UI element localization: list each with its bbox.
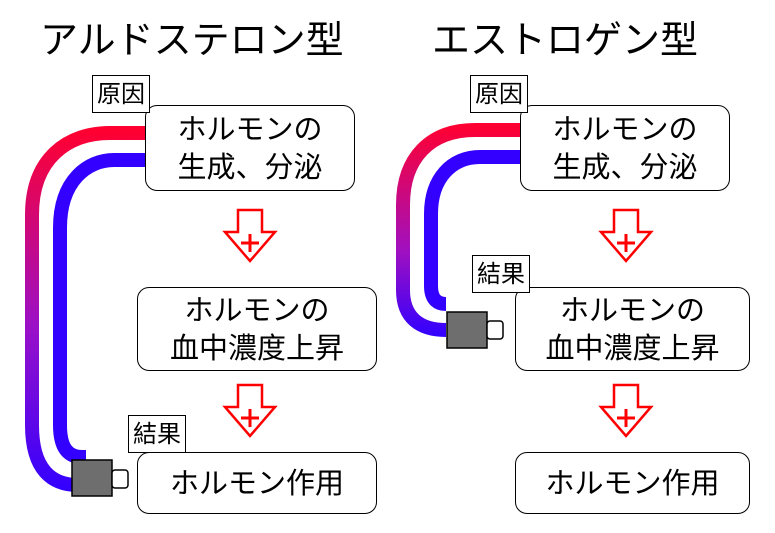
plug-connector-right: [446, 311, 504, 349]
step-hormone-action-box-left: ホルモン作用: [137, 452, 377, 514]
plug-connector-left: [71, 459, 129, 497]
result-label-right: 結果: [472, 255, 530, 293]
feedback-pipe-right: [396, 123, 525, 337]
title-aldosterone-type: アルドステロン型: [40, 18, 344, 62]
result-label-left: 結果: [128, 415, 186, 453]
feedback-pipe-left: [25, 126, 150, 492]
step-blood-level-box-right: ホルモンの 血中濃度上昇: [515, 287, 750, 371]
step-secretion-box-left: ホルモンの 生成、分泌: [145, 105, 355, 191]
step-secretion-box-right: ホルモンの 生成、分泌: [520, 105, 730, 191]
down-plus-arrow-icon: [598, 208, 654, 263]
down-plus-arrow-icon: [222, 208, 278, 263]
down-plus-arrow-icon: [598, 383, 654, 438]
title-estrogen-type: エストロゲン型: [432, 18, 699, 62]
step-hormone-action-box-right: ホルモン作用: [515, 452, 750, 514]
cause-label-left: 原因: [92, 75, 150, 113]
cause-label-right: 原因: [470, 75, 528, 113]
down-plus-arrow-icon: [222, 383, 278, 438]
step-blood-level-box-left: ホルモンの 血中濃度上昇: [137, 287, 377, 371]
